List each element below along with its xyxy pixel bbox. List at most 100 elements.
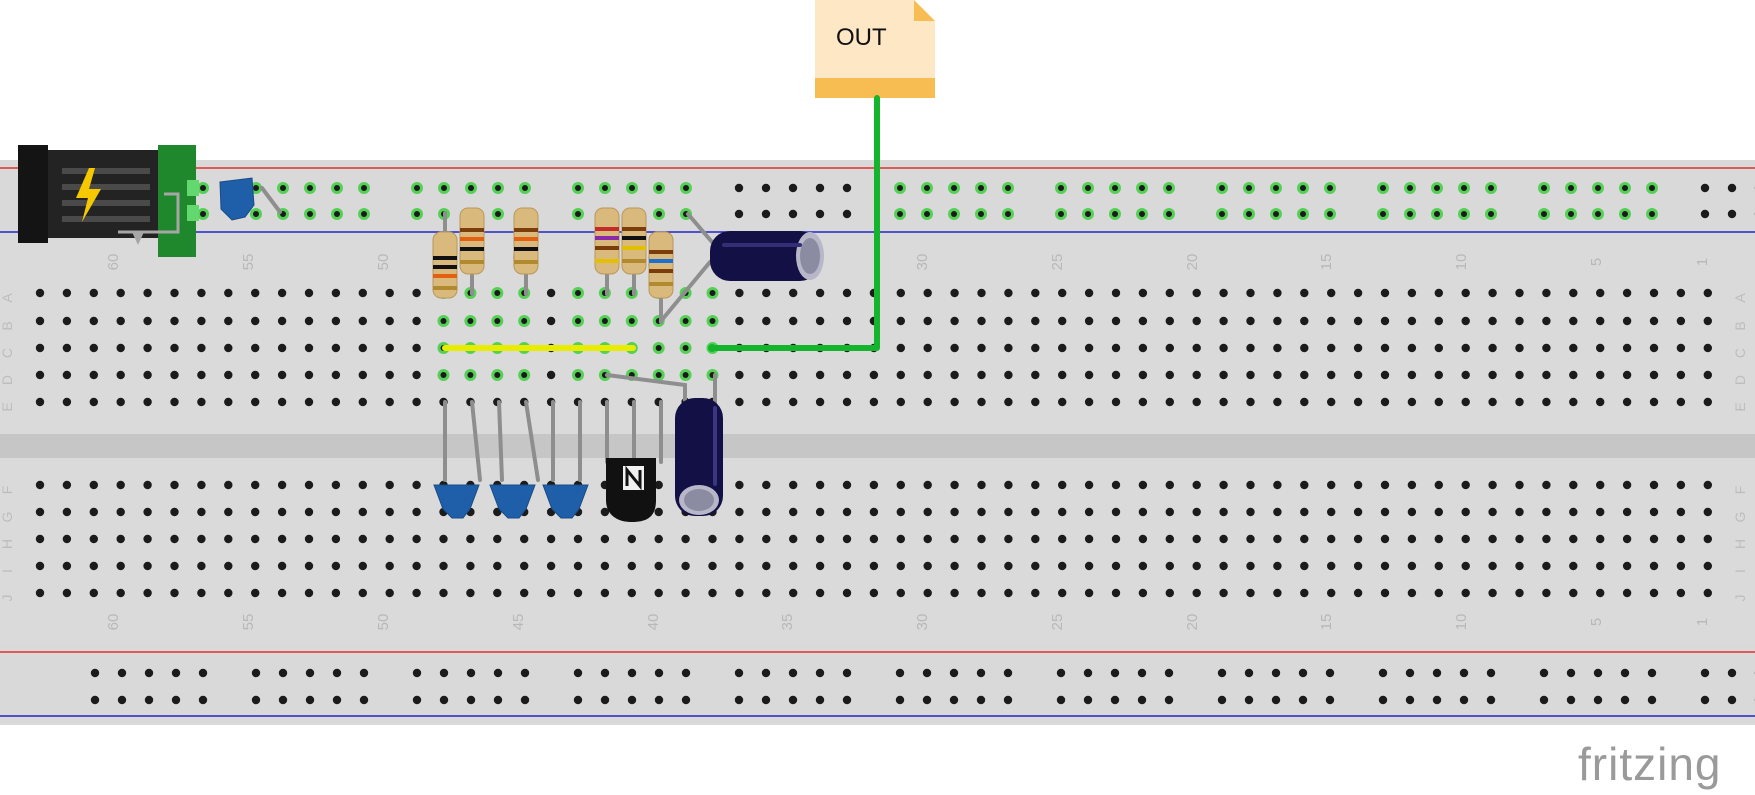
- hole-bottom-0-31[interactable]: [869, 480, 879, 490]
- hole-top-2-46[interactable]: [1273, 343, 1282, 353]
- hole-top-2-10[interactable]: [304, 343, 314, 353]
- hole-top-2-48[interactable]: [1327, 343, 1336, 353]
- hole-bottom-4-29[interactable]: [815, 588, 825, 598]
- hole-top-2-54[interactable]: [1488, 343, 1497, 353]
- hole-top-0-4[interactable]: [143, 288, 152, 298]
- hole-bottom-3-33[interactable]: [923, 561, 932, 571]
- hole-bottom-4-27[interactable]: [762, 588, 771, 598]
- hole-bottom-2-46[interactable]: [1273, 534, 1282, 544]
- hole-bottom-2-55[interactable]: [1515, 534, 1524, 544]
- hole-top-1-13[interactable]: [385, 316, 394, 326]
- hole-top-4-53[interactable]: [1461, 397, 1470, 407]
- hole-bottom-3-23[interactable]: [654, 561, 663, 571]
- hole-bottom-3-49[interactable]: [1353, 561, 1363, 571]
- hole-top-4-32[interactable]: [896, 397, 905, 407]
- hole-bottom-3-39[interactable]: [1084, 561, 1094, 571]
- hole-bottom-3-35[interactable]: [977, 561, 986, 571]
- hole-bottom-2-4[interactable]: [143, 534, 152, 544]
- rail-bottom-5-0-2[interactable]: [949, 668, 959, 678]
- rail-bottom-8-0-1[interactable]: [1405, 668, 1415, 678]
- hole-bottom-4-37[interactable]: [1031, 588, 1040, 598]
- hole-top-3-0[interactable]: [35, 370, 45, 380]
- hole-bottom-1-21[interactable]: [600, 507, 610, 517]
- rail-bottom-8-0-4[interactable]: [1486, 668, 1496, 678]
- hole-bottom-2-18[interactable]: [520, 534, 529, 544]
- hole-top-0-36[interactable]: [1004, 288, 1013, 298]
- rail-bottom-5-0-4[interactable]: [1003, 668, 1013, 678]
- hole-top-4-47[interactable]: [1300, 397, 1309, 407]
- hole-bottom-0-6[interactable]: [197, 480, 206, 490]
- hole-top-3-12[interactable]: [358, 370, 367, 380]
- hole-bottom-2-40[interactable]: [1111, 534, 1121, 544]
- rail-bottom-0-0-3[interactable]: [171, 668, 181, 678]
- hole-top-2-6[interactable]: [197, 343, 206, 353]
- hole-top-1-48[interactable]: [1327, 316, 1336, 326]
- rail-bottom-5-0-3[interactable]: [976, 668, 986, 678]
- hole-bottom-2-54[interactable]: [1488, 534, 1497, 544]
- hole-top-2-38[interactable]: [1058, 343, 1067, 353]
- rail-bottom-2-0-2[interactable]: [466, 668, 476, 678]
- hole-bottom-1-0[interactable]: [35, 507, 45, 517]
- rail-bottom-6-1-1[interactable]: [1083, 695, 1093, 705]
- hole-top-0-49[interactable]: [1353, 288, 1363, 298]
- hole-top-2-39[interactable]: [1084, 343, 1094, 353]
- rail-bottom-7-1-3[interactable]: [1298, 695, 1308, 705]
- rail-bottom-4-1-3[interactable]: [815, 695, 825, 705]
- hole-top-4-34[interactable]: [950, 397, 959, 407]
- hole-bottom-1-12[interactable]: [358, 507, 367, 517]
- hole-bottom-3-13[interactable]: [385, 561, 394, 571]
- hole-top-4-35[interactable]: [977, 397, 986, 407]
- hole-top-1-35[interactable]: [977, 316, 986, 326]
- hole-bottom-2-21[interactable]: [600, 534, 610, 544]
- hole-top-2-57[interactable]: [1569, 343, 1578, 353]
- hole-top-3-13[interactable]: [385, 370, 394, 380]
- hole-top-0-34[interactable]: [950, 288, 959, 298]
- rail-bottom-9-1-2[interactable]: [1593, 695, 1603, 705]
- rail-bottom-6-1-0[interactable]: [1056, 695, 1066, 705]
- hole-top-3-61[interactable]: [1676, 370, 1686, 380]
- rail-bottom-5-0-0[interactable]: [895, 668, 905, 678]
- hole-top-3-40[interactable]: [1111, 370, 1121, 380]
- hole-top-0-61[interactable]: [1676, 288, 1686, 298]
- rail-bottom-3-1-3[interactable]: [654, 695, 664, 705]
- hole-bottom-1-56[interactable]: [1542, 507, 1551, 517]
- hole-bottom-2-60[interactable]: [1649, 534, 1659, 544]
- rail-bottom-8-1-1[interactable]: [1405, 695, 1415, 705]
- rail-bottom-10-1-0[interactable]: [1700, 695, 1710, 705]
- hole-bottom-4-51[interactable]: [1407, 588, 1417, 598]
- hole-bottom-0-39[interactable]: [1084, 480, 1094, 490]
- hole-bottom-4-21[interactable]: [600, 588, 610, 598]
- hole-top-4-60[interactable]: [1649, 397, 1659, 407]
- rail-top-4-0-2[interactable]: [788, 183, 798, 193]
- hole-top-4-54[interactable]: [1488, 397, 1497, 407]
- hole-bottom-1-48[interactable]: [1327, 507, 1336, 517]
- rail-bottom-4-1-1[interactable]: [761, 695, 771, 705]
- rail-bottom-1-0-2[interactable]: [305, 668, 315, 678]
- hole-top-0-50[interactable]: [1380, 288, 1390, 298]
- hole-bottom-0-8[interactable]: [251, 480, 260, 490]
- hole-bottom-4-57[interactable]: [1569, 588, 1578, 598]
- hole-bottom-3-18[interactable]: [520, 561, 529, 571]
- hole-bottom-0-4[interactable]: [143, 480, 152, 490]
- hole-top-2-11[interactable]: [331, 343, 341, 353]
- hole-top-0-48[interactable]: [1327, 288, 1336, 298]
- hole-top-1-40[interactable]: [1111, 316, 1121, 326]
- hole-top-0-37[interactable]: [1031, 288, 1040, 298]
- rail-bottom-9-1-4[interactable]: [1647, 695, 1657, 705]
- hole-bottom-2-25[interactable]: [708, 534, 717, 544]
- rail-bottom-1-1-3[interactable]: [332, 695, 342, 705]
- hole-bottom-1-7[interactable]: [224, 507, 233, 517]
- hole-top-4-46[interactable]: [1273, 397, 1282, 407]
- hole-bottom-3-34[interactable]: [950, 561, 959, 571]
- hole-top-2-5[interactable]: [170, 343, 179, 353]
- hole-bottom-2-6[interactable]: [197, 534, 206, 544]
- hole-bottom-3-32[interactable]: [896, 561, 905, 571]
- hole-bottom-0-38[interactable]: [1058, 480, 1067, 490]
- hole-top-0-9[interactable]: [277, 288, 287, 298]
- rail-bottom-7-0-3[interactable]: [1298, 668, 1308, 678]
- hole-bottom-4-7[interactable]: [224, 588, 233, 598]
- hole-top-2-60[interactable]: [1649, 343, 1659, 353]
- rail-bottom-6-0-0[interactable]: [1056, 668, 1066, 678]
- hole-top-4-9[interactable]: [277, 397, 287, 407]
- resistors[interactable]: [432, 207, 674, 299]
